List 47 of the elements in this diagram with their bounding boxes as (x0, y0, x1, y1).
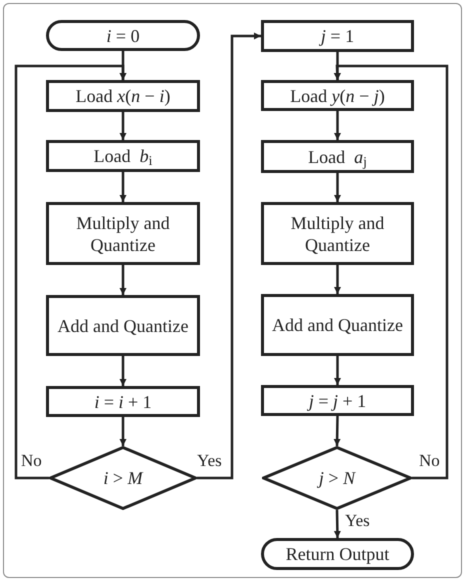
arrow (334, 52, 341, 80)
arrow (334, 64, 448, 480)
terminal-box (46, 20, 200, 51)
arrow (334, 356, 341, 385)
node-text: Load y(n − j) (289, 84, 386, 106)
process-box (46, 202, 200, 265)
process-box (261, 140, 414, 173)
terminal-box (261, 538, 414, 570)
process-box (261, 294, 414, 356)
arrow (120, 112, 126, 140)
node-text: i = i + 1 (93, 390, 153, 412)
edge-label: No (418, 452, 441, 469)
process-box (46, 386, 200, 417)
node-text: Return Output (284, 543, 390, 565)
process-box (46, 140, 200, 172)
node-text: i > M (102, 467, 144, 489)
node-text: Load a$_{j}$ (307, 146, 368, 168)
node-text: Add and Quantize (56, 314, 190, 336)
node-text: Multiply and Quantize (290, 212, 386, 256)
node-text: j = j + 1 (306, 390, 368, 412)
node-text: Load b$_{i}$ (92, 145, 154, 167)
node-text: j = 1 (318, 25, 356, 47)
arrow (334, 265, 341, 294)
arrow (120, 265, 126, 295)
arrow (120, 172, 126, 202)
node-text: Add and Quantize (271, 314, 404, 336)
edge-label: No (20, 452, 43, 469)
process-box (46, 295, 200, 356)
arrow (334, 416, 341, 446)
node-text: Multiply and Quantize (75, 212, 171, 256)
arrow (334, 111, 341, 140)
arrow (197, 32, 261, 480)
node-text: Load x(n − i) (74, 85, 172, 107)
process-box (261, 202, 414, 265)
process-box (261, 385, 414, 416)
arrow (334, 173, 341, 202)
arrow (14, 64, 126, 480)
arrow (334, 510, 341, 538)
edge-label: Yes (196, 452, 223, 469)
process-box (261, 80, 414, 111)
node-text: j > N (316, 467, 357, 489)
process-box (46, 80, 200, 112)
arrow (120, 417, 126, 446)
edge-label: Yes (344, 512, 371, 529)
arrow (120, 356, 126, 386)
node-text: i = 0 (105, 24, 141, 46)
process-box (261, 20, 414, 52)
